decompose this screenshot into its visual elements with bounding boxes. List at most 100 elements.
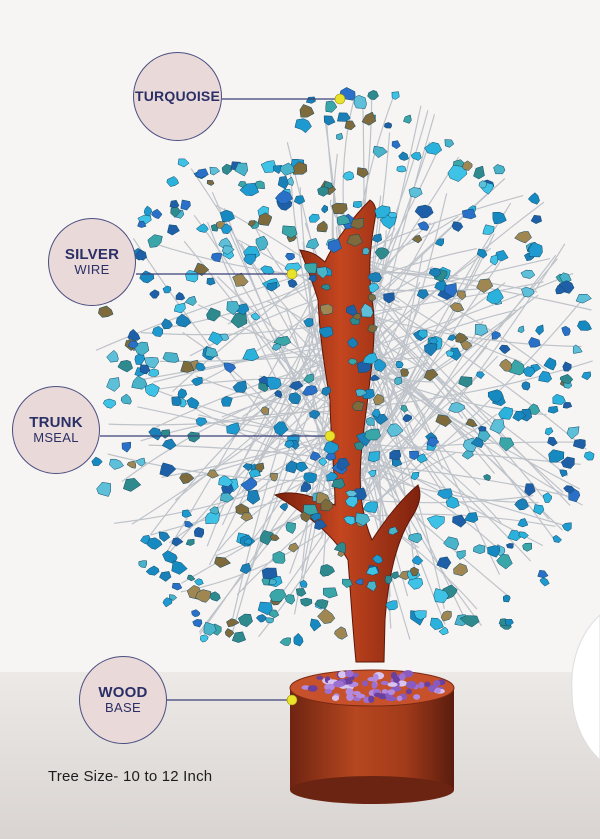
turquoise-stone [162, 285, 172, 294]
turquoise-stone [195, 589, 212, 603]
turquoise-stone [559, 469, 568, 478]
turquoise-stone [204, 346, 219, 358]
turquoise-stone [476, 248, 488, 259]
turquoise-stone [374, 205, 391, 219]
turquoise-stone [424, 141, 443, 155]
silver-wire [367, 309, 517, 362]
gem-chip [307, 685, 318, 692]
silver-wire [359, 330, 569, 477]
turquoise-stone [448, 402, 465, 413]
turquoise-stone [284, 439, 295, 449]
turquoise-stone [195, 223, 209, 233]
silver-wire [364, 433, 426, 528]
turquoise-stone [240, 512, 254, 522]
turquoise-stone [331, 478, 346, 489]
turquoise-stone [321, 204, 328, 214]
turquoise-stone [139, 364, 151, 375]
turquoise-stone [171, 396, 182, 407]
turquoise-stone [175, 313, 192, 328]
turquoise-stone [186, 574, 196, 582]
turquoise-stone [147, 234, 163, 248]
turquoise-stone [295, 461, 309, 473]
turquoise-stone [173, 302, 186, 314]
turquoise-stone [413, 610, 427, 621]
turquoise-stone [180, 360, 195, 373]
turquoise-stone [295, 587, 307, 597]
turquoise-stone [309, 410, 321, 420]
turquoise-stone [347, 358, 358, 366]
turquoise-stone [274, 190, 293, 204]
turquoise-stone [367, 272, 382, 283]
turquoise-stone [355, 578, 364, 585]
silver-wire [351, 500, 478, 610]
turquoise-stone [350, 218, 365, 230]
turquoise-stone [96, 482, 111, 497]
turquoise-stone [542, 492, 552, 503]
turquoise-stone [120, 393, 132, 405]
turquoise-stone [367, 323, 378, 333]
turquoise-stone [368, 470, 377, 477]
turquoise-stone [127, 340, 139, 349]
turquoise-stone [148, 368, 160, 377]
turquoise-stone [331, 202, 348, 215]
gem-chip [380, 680, 389, 686]
turquoise-stone [255, 180, 265, 190]
turquoise-stone [251, 312, 261, 321]
turquoise-stone [566, 426, 580, 440]
turquoise-stone [260, 265, 275, 275]
turquoise-stone [462, 160, 473, 171]
turquoise-stone [476, 371, 485, 380]
turquoise-stone [478, 180, 487, 189]
turquoise-stone [203, 621, 217, 636]
turquoise-stone [148, 427, 162, 441]
turquoise-stone [195, 362, 206, 371]
turquoise-stone [325, 452, 337, 461]
turquoise-stone [364, 428, 381, 441]
turquoise-stone [521, 286, 535, 298]
turquoise-stone [185, 538, 195, 546]
turquoise-stone [167, 224, 180, 236]
turquoise-stone [320, 283, 331, 291]
gem-chip [434, 687, 441, 694]
turquoise-stone [343, 515, 356, 526]
turquoise-stone [232, 380, 248, 393]
turquoise-stone [210, 252, 223, 263]
turquoise-stone [341, 578, 353, 589]
callout-markers [286, 93, 346, 706]
turquoise-stone [326, 471, 339, 482]
silver-wire [141, 321, 341, 336]
turquoise-stone [254, 462, 265, 473]
tree-size-caption: Tree Size- 10 to 12 Inch [48, 768, 213, 785]
turquoise-stone [384, 575, 393, 584]
turquoise-stone [344, 120, 356, 131]
turquoise-stone [561, 522, 572, 532]
turquoise-stone [285, 252, 295, 261]
turquoise-stone [522, 542, 533, 552]
turquoise-stone [260, 530, 274, 546]
turquoise-stone [336, 132, 344, 141]
turquoise-stone [323, 115, 336, 126]
turquoise-stone [303, 472, 317, 484]
turquoise-stone [226, 301, 240, 316]
turquoise-stone [180, 199, 191, 211]
turquoise-stone [437, 488, 453, 499]
turquoise-stone [221, 245, 235, 255]
turquoise-stone [151, 208, 163, 219]
turquoise-stone [209, 166, 221, 176]
turquoise-stone [548, 449, 565, 463]
turquoise-stone [396, 165, 407, 173]
turquoise-stone [300, 597, 313, 607]
turquoise-stone [456, 290, 467, 301]
turquoise-stone [386, 423, 404, 437]
turquoise-stone [102, 398, 116, 409]
turquoise-stone [325, 100, 338, 113]
turquoise-stone [230, 312, 248, 329]
turquoise-stone [498, 344, 511, 355]
turquoise-stone [423, 368, 439, 382]
turquoise-stone [194, 168, 209, 178]
turquoise-stone [288, 542, 300, 553]
callout-wood-base: WOOD BASE [79, 656, 167, 744]
turquoise-stone [552, 534, 562, 543]
turquoise-stone [242, 463, 252, 472]
turquoise-stone [365, 566, 379, 576]
